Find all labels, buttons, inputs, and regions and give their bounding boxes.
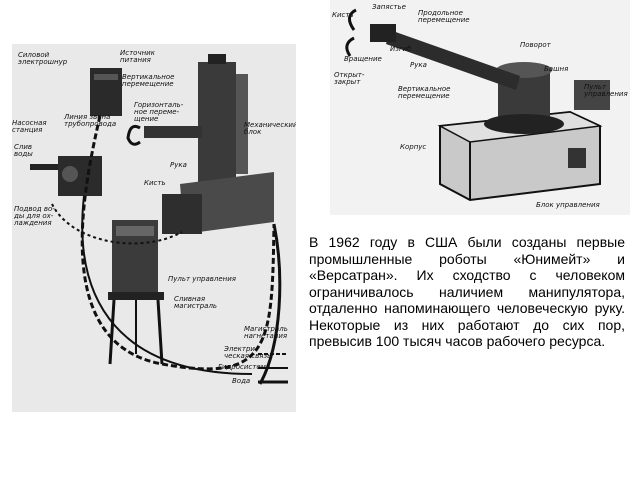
label-mech-block: Механический блок [244, 121, 296, 136]
unimate-drawing [30, 54, 288, 385]
label-water: Вода [232, 377, 251, 385]
label-body: Корпус [400, 143, 427, 151]
label-water-drain: Слив воды [14, 143, 33, 158]
versatran-drawing [345, 8, 610, 202]
label-power-cable: Силовой электрошнур [18, 51, 68, 66]
label-vertical-move-r: Вертикальное перемещение [398, 85, 451, 100]
label-rotation: Вращение [344, 55, 382, 63]
unimate-installation-illustration: Силовой электрошнур Источник питания Вер… [12, 44, 296, 412]
label-hand: Кисть [144, 179, 166, 187]
label-tower: Башня [544, 65, 569, 73]
label-pressure-line: Магистраль нагнетания [244, 325, 288, 340]
label-water-in: Подвод во- ды для ох- лаждения [14, 205, 55, 227]
label-elbow-line: Линия звена трубопровода [64, 113, 117, 128]
label-wrist: Запястье [372, 3, 406, 11]
label-vertical-move: Вертикальное перемещение [122, 73, 175, 88]
label-drain-line: Сливная магистраль [174, 295, 218, 310]
label-bend: Изгиб [390, 45, 412, 53]
label-open-close: Открыт- закрыт [334, 71, 365, 86]
label-arm: Рука [170, 161, 187, 169]
label-arm-r: Рука [410, 61, 427, 69]
label-control-panel-r: Пульт управления [584, 83, 628, 98]
label-hand-r: Кисть [332, 11, 354, 19]
label-pump-station: Насосная станция [12, 119, 47, 134]
label-power-source: Источник питания [120, 49, 155, 64]
label-control-block: Блок управления [536, 201, 600, 209]
caption-text: В 1962 году в США были созданы первые пр… [309, 234, 625, 349]
label-rotate: Поворот [520, 41, 551, 49]
versatran-robot-illustration: Кисть Запястье Продольное перемещение По… [330, 0, 630, 215]
label-hydro-system: Гидросистема [218, 363, 271, 371]
label-control-panel: Пульт управления [168, 275, 237, 283]
label-electric-link: Электри- ческая связь [224, 345, 272, 360]
label-horizontal-move: Горизонталь- ное переме- щение [134, 101, 184, 123]
label-long-move: Продольное перемещение [418, 9, 470, 24]
